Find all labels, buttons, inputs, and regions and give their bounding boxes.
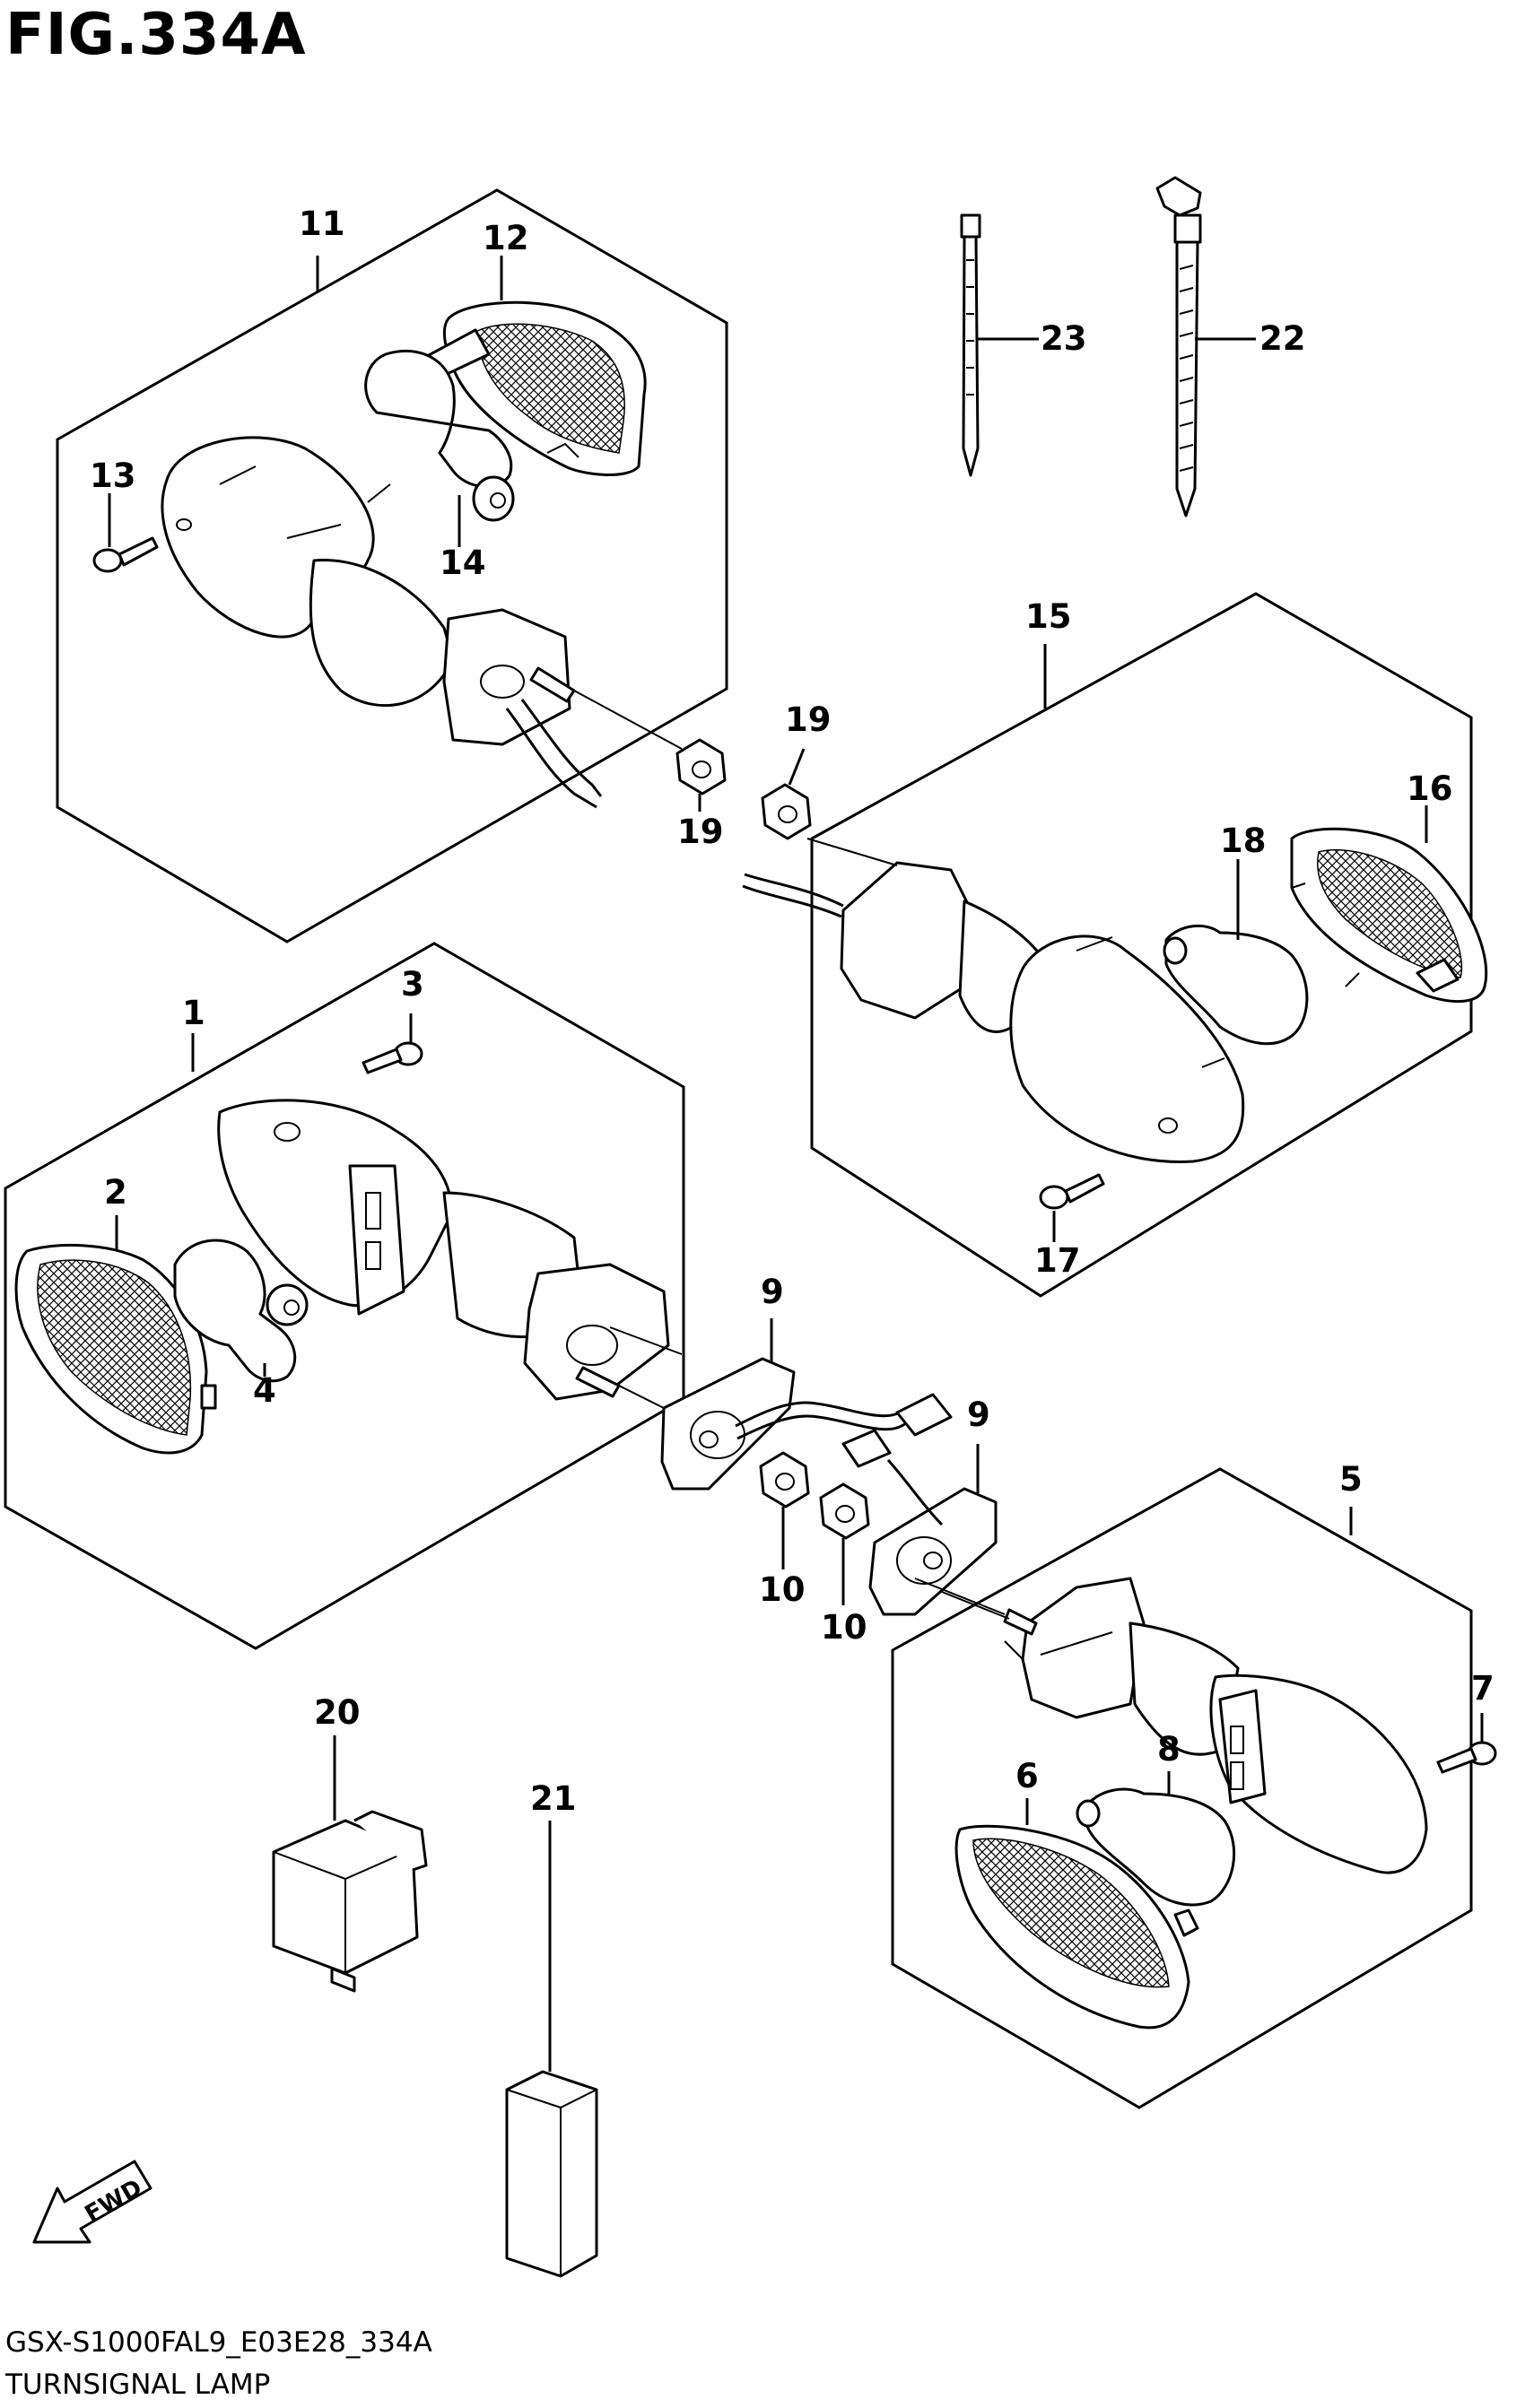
- screw-3: [362, 1041, 423, 1074]
- lens-6: [954, 1824, 1199, 2030]
- lamp-housing-1: [217, 1099, 701, 1427]
- callout-22: 22: [1259, 319, 1306, 358]
- callout-1: 1: [182, 994, 205, 1032]
- callout-5: 5: [1339, 1460, 1363, 1499]
- callout-10-right: 10: [821, 1608, 867, 1647]
- callout-23: 23: [1041, 319, 1087, 358]
- screw-13: [92, 536, 159, 573]
- callout-3: 3: [401, 965, 424, 1004]
- callout-18: 18: [1220, 822, 1267, 860]
- callout-10-left: 10: [759, 1570, 806, 1609]
- callout-8: 8: [1157, 1730, 1181, 1769]
- lamp-housing-15: [742, 838, 1245, 1164]
- callout-16: 16: [1407, 769, 1453, 808]
- lens-12: [427, 300, 647, 476]
- callout-21: 21: [530, 1779, 577, 1818]
- callout-13: 13: [90, 456, 136, 495]
- callout-19-left: 19: [677, 813, 724, 851]
- callout-9-left: 9: [761, 1273, 784, 1311]
- figure-name: TURNSIGNAL LAMP: [5, 2369, 271, 2401]
- callout-6: 6: [1015, 1757, 1039, 1795]
- callout-19-right: 19: [785, 700, 832, 739]
- bulb-4: [173, 1239, 309, 1383]
- screw-17: [1039, 1173, 1105, 1210]
- nut-10-right: [819, 1482, 870, 1540]
- bulb-18: [1163, 924, 1309, 1046]
- callout-2: 2: [104, 1173, 127, 1212]
- callout-14: 14: [440, 543, 486, 582]
- callout-15: 15: [1025, 597, 1072, 636]
- nut-10-left: [759, 1451, 810, 1508]
- model-code: GSX-S1000FAL9_E03E28_334A: [5, 2326, 432, 2359]
- wire-harness-9: [735, 1393, 953, 1526]
- cable-tie-23: [960, 213, 981, 477]
- callout-9-right: 9: [967, 1395, 990, 1434]
- assembly-box-11: [56, 188, 728, 943]
- nut-19-left: [675, 738, 727, 795]
- bulb-8: [1076, 1787, 1236, 1907]
- callout-20: 20: [314, 1693, 361, 1732]
- callouts: 11 12 23 22 13 14 15 19 19 16 18 1 3 2 1…: [90, 204, 1494, 1818]
- relay-20: [272, 1810, 428, 1993]
- callout-7: 7: [1471, 1669, 1494, 1708]
- leader-lines: [108, 256, 1484, 2072]
- part-21: [505, 2070, 598, 2278]
- callout-12: 12: [483, 219, 529, 257]
- lamp-housing-5: [914, 1577, 1428, 1874]
- lens-16: [1290, 827, 1488, 1004]
- gasket-9-right: [868, 1487, 998, 1616]
- callout-11: 11: [299, 204, 345, 243]
- cable-tie-22: [1155, 176, 1202, 517]
- assembly-box-15: [810, 592, 1473, 1298]
- callout-17: 17: [1034, 1241, 1081, 1280]
- figure-title: FIG.334A: [5, 2, 307, 68]
- nut-19-right: [761, 783, 812, 840]
- callout-4: 4: [253, 1371, 276, 1410]
- lamp-housing-11: [161, 436, 683, 809]
- lens-2: [14, 1243, 217, 1455]
- screw-7: [1436, 1741, 1497, 1774]
- assembly-box-5: [891, 1467, 1473, 2109]
- fwd-arrow-icon: FWD: [32, 2160, 152, 2244]
- bulb-14: [364, 349, 515, 522]
